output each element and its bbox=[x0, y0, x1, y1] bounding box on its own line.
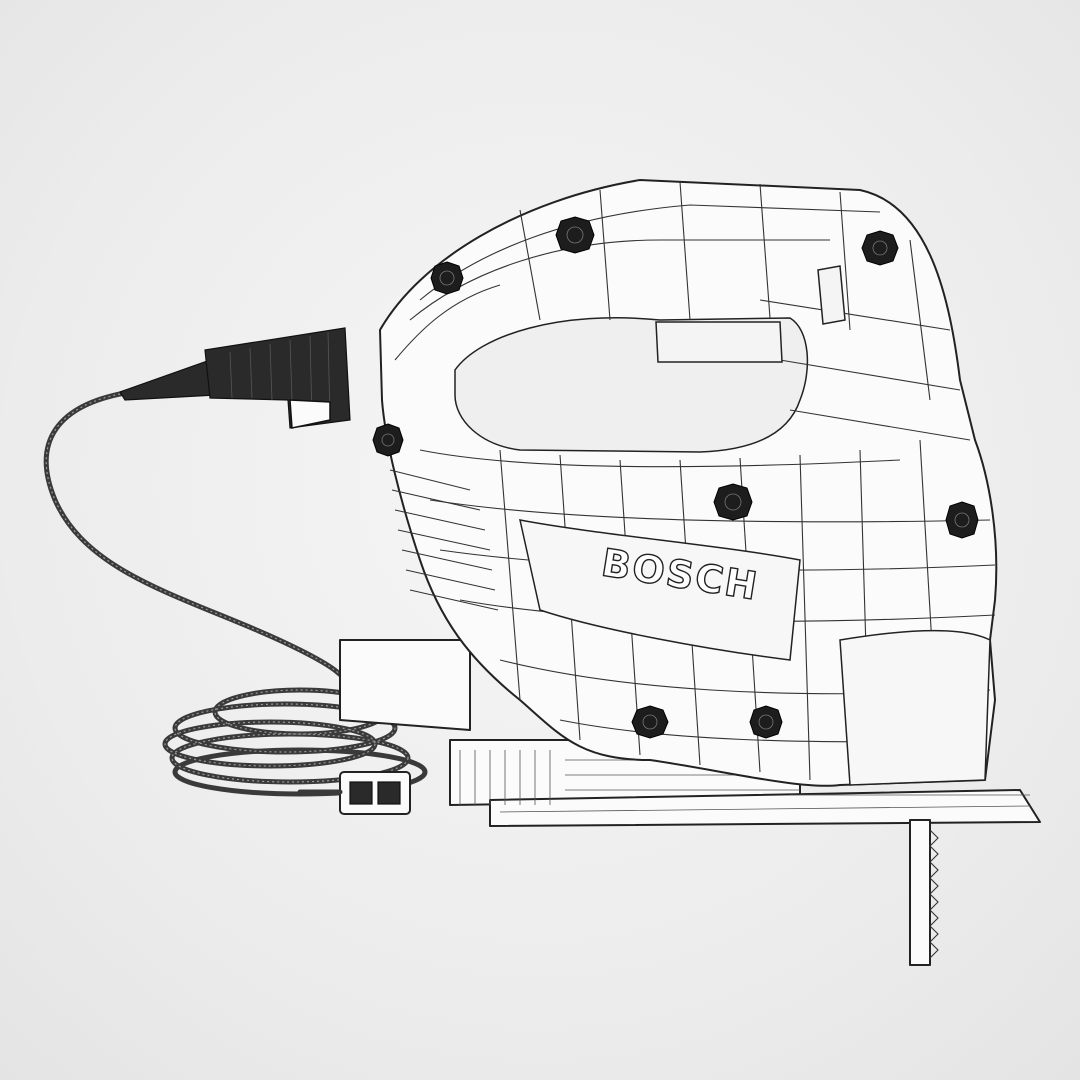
saw-blade bbox=[909, 819, 939, 966]
screw-4-icon bbox=[372, 423, 404, 457]
lock-button bbox=[817, 265, 846, 325]
screw-2-icon bbox=[861, 230, 899, 266]
strain-relief bbox=[119, 327, 351, 429]
power-cord bbox=[43, 390, 428, 815]
screw-7-icon bbox=[631, 705, 669, 739]
rear-guard bbox=[839, 629, 991, 786]
screw-5-icon bbox=[713, 483, 753, 521]
screw-3-icon bbox=[430, 261, 464, 295]
housing-screws bbox=[372, 216, 979, 739]
air-vents bbox=[389, 469, 499, 611]
motor-housing: BOSCH bbox=[379, 179, 998, 787]
screw-6-icon bbox=[945, 501, 979, 539]
trigger-switch bbox=[655, 321, 783, 363]
screw-8-icon bbox=[749, 705, 783, 739]
cord-plug bbox=[297, 771, 411, 815]
brand-logo: BOSCH bbox=[599, 540, 762, 608]
screw-1-icon bbox=[555, 216, 595, 254]
brand-panel bbox=[519, 519, 801, 661]
